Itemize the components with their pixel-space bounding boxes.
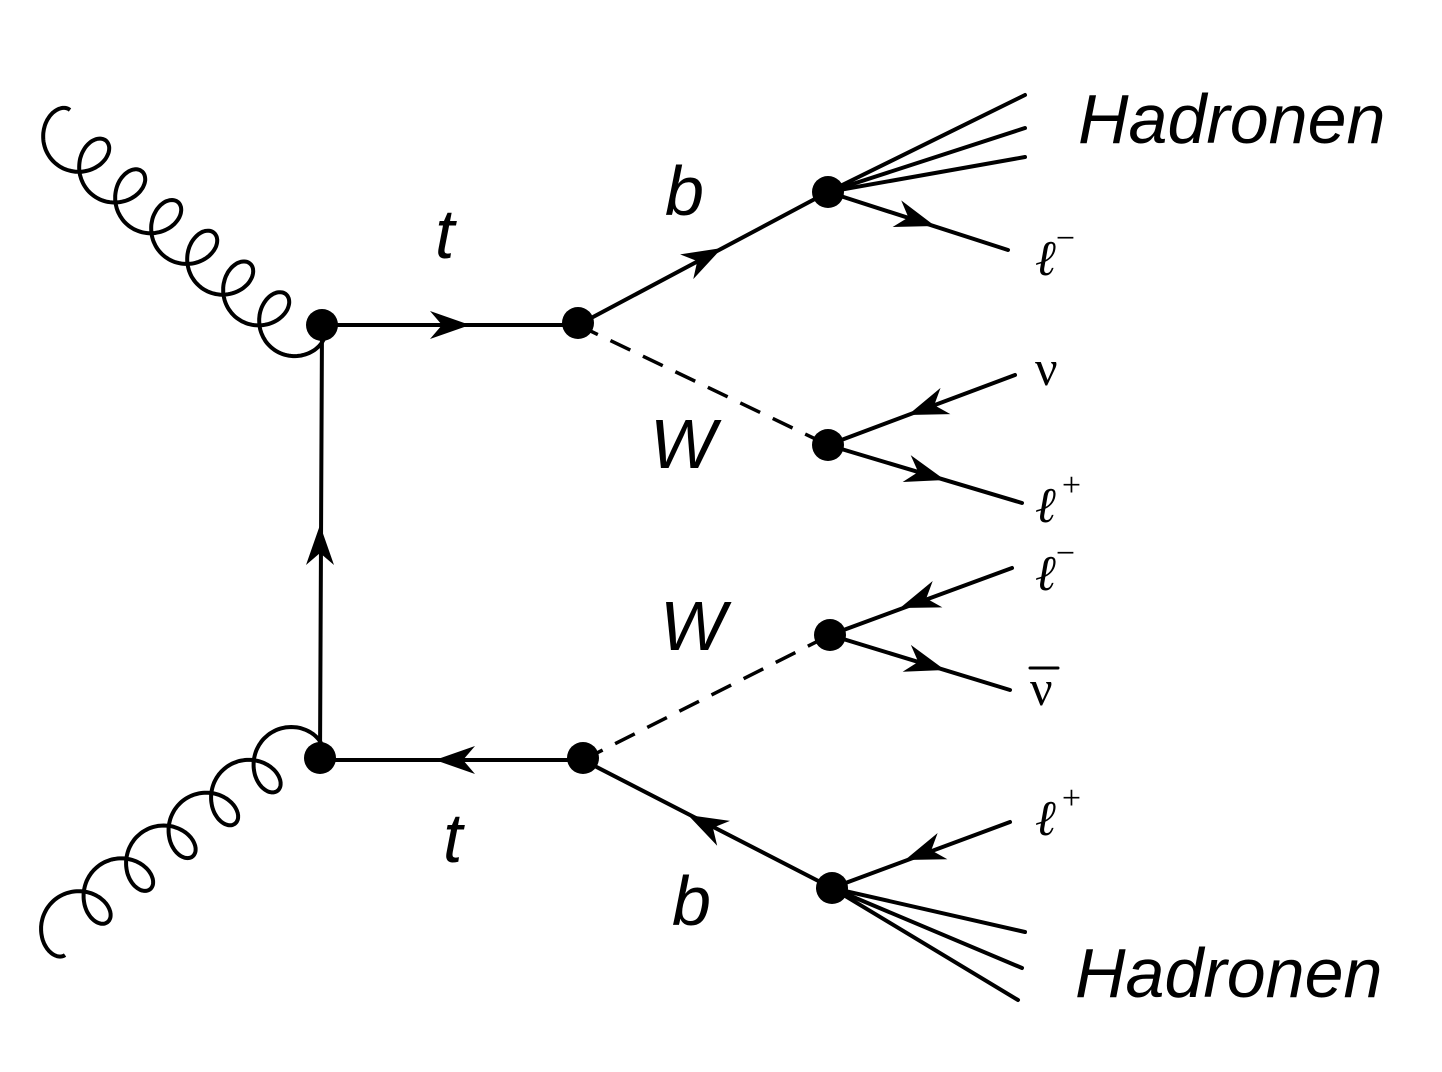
label-lepton-plus-top: ℓ+ xyxy=(1035,467,1081,534)
label-neutrino: ν xyxy=(1035,340,1058,396)
label-b-quark-top: b xyxy=(665,152,704,230)
label-hadrons-top: Hadronen xyxy=(1078,80,1385,158)
hadron-jet-line xyxy=(826,93,1027,194)
label-antitop-quark: t xyxy=(443,799,465,877)
label-hadrons-bottom: Hadronen xyxy=(1075,934,1382,1012)
label-w-boson-top: W xyxy=(650,405,722,483)
label-lepton-minus-bottom: ℓ− xyxy=(1035,535,1075,602)
vertex-w-decay-top xyxy=(812,429,844,461)
arrow-b-quark-top xyxy=(680,248,722,280)
vertex-gluon-bottom xyxy=(304,742,336,774)
hadron-jet-line xyxy=(826,155,1027,194)
label-lepton-plus-bottom: ℓ+ xyxy=(1035,780,1081,847)
arrow-neutrino xyxy=(908,387,951,415)
arrow-antineutrino xyxy=(902,644,945,672)
gluon-top xyxy=(41,105,328,359)
hadron-jet-line xyxy=(830,886,1027,934)
arrow-b-quark-bottom xyxy=(688,815,730,846)
vertex-b-hadronization-top xyxy=(812,176,844,208)
w-boson-line-bottom xyxy=(582,633,831,762)
hadron-jet-line xyxy=(830,886,1024,970)
label-antineutrino: ν xyxy=(1030,660,1053,716)
hadron-jet-line xyxy=(826,126,1027,194)
arrow-t-channel xyxy=(306,525,334,565)
label-w-boson-bottom: W xyxy=(660,587,732,665)
vertex-w-decay-bottom xyxy=(814,619,846,651)
arrow-lepton-minus-bottom xyxy=(900,581,943,608)
arrow-top-quark xyxy=(430,311,470,339)
gluon-bottom xyxy=(39,724,326,959)
arrow-lepton-top xyxy=(892,200,935,228)
label-b-quark-bottom: b xyxy=(672,862,711,940)
w-boson-line-top xyxy=(577,323,829,447)
label-top-quark: t xyxy=(435,195,457,273)
arrow-lepton-plus-bottom xyxy=(905,832,948,860)
label-lepton-minus-top: ℓ− xyxy=(1035,220,1075,287)
vertex-top-decay xyxy=(562,307,594,339)
vertex-gluon-top xyxy=(306,309,338,341)
vertex-antitop-decay xyxy=(567,742,599,774)
arrow-antitop-quark xyxy=(435,746,475,774)
arrow-lepton-plus-top xyxy=(902,455,945,482)
hadron-jet-line xyxy=(830,886,1020,1002)
vertex-b-hadronization-bottom xyxy=(816,872,848,904)
